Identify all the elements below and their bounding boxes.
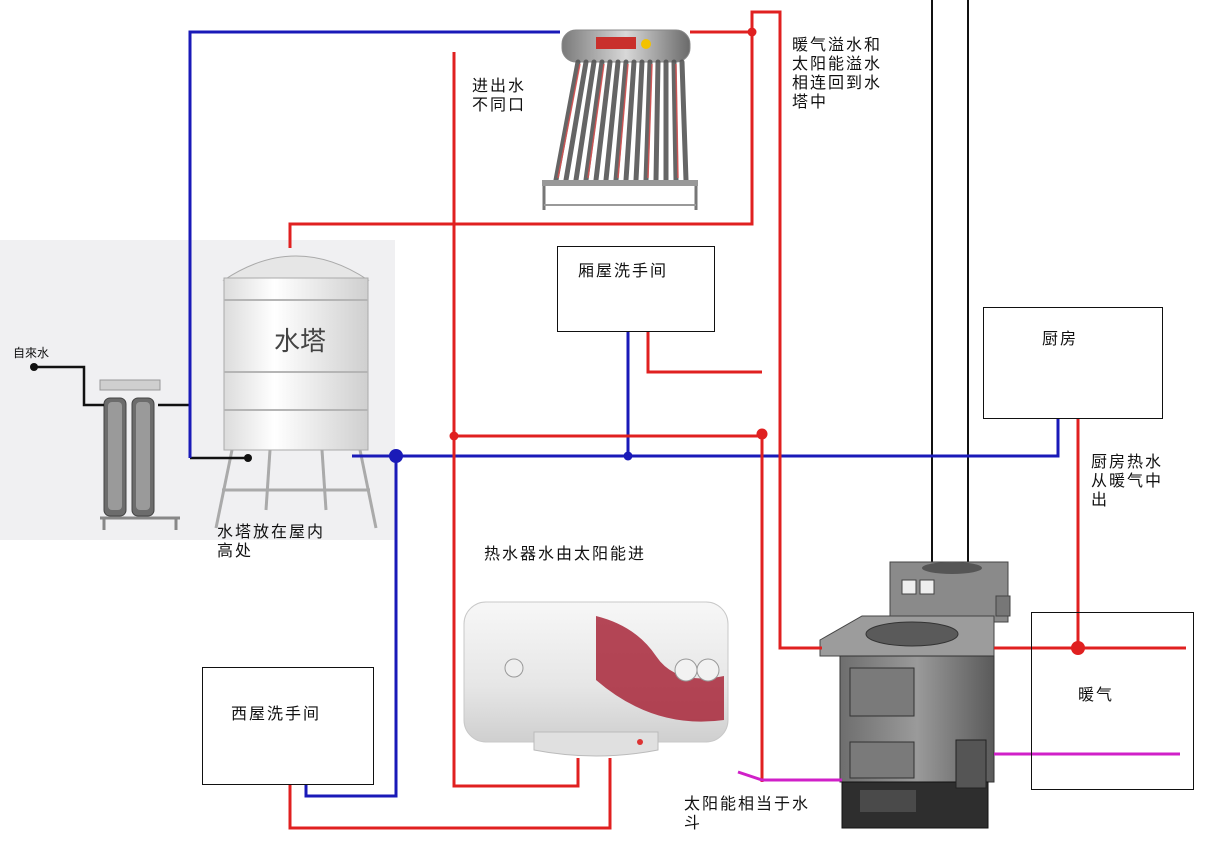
radiator-label: 暖气	[1078, 685, 1115, 704]
drain-pipes	[737, 752, 1180, 782]
cold-junction-east-bath	[623, 451, 633, 461]
water-filter	[99, 379, 180, 530]
east-bathroom-box: 厢屋洗手间	[557, 246, 715, 332]
tower-caption: 水塔放在屋内 高处	[217, 522, 326, 560]
tower-outlet-dot	[244, 454, 252, 462]
stove-boiler	[819, 561, 1011, 829]
hot-junction-right	[756, 428, 768, 440]
kitchen-label: 厨房	[1042, 329, 1079, 348]
solar-water-heater	[542, 29, 698, 210]
east-bathroom-label: 厢屋洗手间	[578, 261, 669, 280]
hot-junction-radiator	[1071, 641, 1085, 655]
chimney-lines	[931, 0, 969, 565]
cold-junction-main	[389, 449, 403, 463]
radiator-box: 暖气	[1031, 612, 1194, 790]
solar-funnel-note: 太阳能相当于水 斗	[684, 794, 811, 832]
cold-water-pipes	[188, 30, 1060, 798]
heater-note: 热水器水由太阳能进	[484, 544, 647, 563]
water-tower: 水塔	[214, 255, 378, 529]
hot-water-pipes	[288, 10, 1186, 830]
west-bathroom-box: 西屋洗手间	[202, 667, 374, 785]
electric-water-heater	[463, 601, 729, 757]
water-tower-text: 水塔	[274, 327, 326, 357]
solar-inout-label: 进出水 不同口	[472, 76, 527, 114]
hot-junction-left	[449, 431, 459, 441]
kitchen-box: 厨房	[983, 307, 1163, 419]
overflow-note: 暖气溢水和 太阳能溢水 相连回到水 塔中	[792, 35, 883, 111]
hot-junction-top	[747, 27, 757, 37]
tap-water-dot	[30, 363, 38, 371]
tap-water-line	[34, 365, 248, 460]
kitchen-hot-note: 厨房热水 从暖气中 出	[1091, 452, 1164, 509]
tap-water-label: 自來水	[13, 346, 50, 360]
west-bathroom-label: 西屋洗手间	[231, 704, 322, 723]
